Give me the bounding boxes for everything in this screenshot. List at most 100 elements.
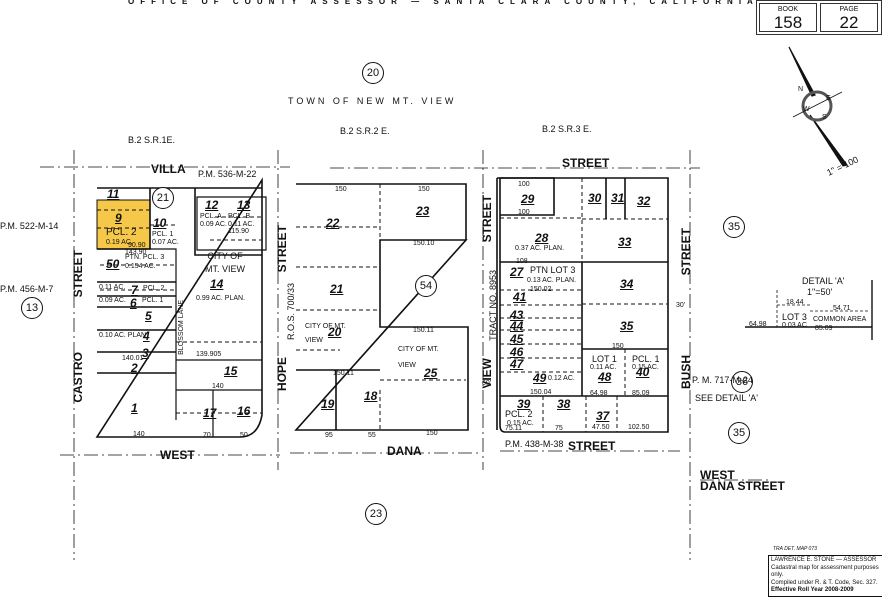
street-bush-label: STREET xyxy=(679,228,693,276)
plat-ref-pm-522: P.M. 522-M-14 xyxy=(0,221,59,231)
parcel-43[interactable]: 44 xyxy=(510,319,524,333)
book-page-box: BOOK 158 PAGE 22 xyxy=(756,0,882,35)
detail-a-dim-2: 18.44 xyxy=(786,299,804,306)
parcel-20[interactable]: 20 xyxy=(328,325,342,339)
parcel-47-area: 0.12 AC. xyxy=(548,375,575,382)
parcel-13-area: 0.11 AC. xyxy=(228,221,255,228)
dim-108: 108 xyxy=(516,258,528,265)
parcel-33[interactable]: 33 xyxy=(618,235,632,249)
parcel-12[interactable]: 12 xyxy=(205,198,219,212)
north-arrow-w: W xyxy=(803,106,810,113)
parcel-10[interactable]: 10 xyxy=(153,216,167,230)
parcel-25-note: CITY OF MT. VIEW xyxy=(398,346,439,369)
detail-a-area: 0.03 AC. xyxy=(782,322,809,329)
parcel-39[interactable]: 38 xyxy=(557,397,571,411)
parcel-20-note: CITY OF MT. VIEW xyxy=(305,323,346,344)
township-label-1: B.2 S.R.1E. xyxy=(128,135,176,145)
adjacent-map-23[interactable]: 23 xyxy=(365,503,387,525)
parcel-50[interactable]: 50 xyxy=(106,257,120,271)
parcel-5[interactable]: 5 xyxy=(145,309,152,323)
adjacent-map-54[interactable]: 54 xyxy=(415,275,437,297)
parcel-31[interactable]: 31 xyxy=(611,191,625,205)
parcel-29[interactable]: 29 xyxy=(521,192,535,206)
parcel-46[interactable]: 47 xyxy=(510,357,524,371)
dim-85-09: 85.09 xyxy=(632,390,650,397)
parcel-13[interactable]: 13 xyxy=(237,198,251,212)
dim-150-d: 150 xyxy=(612,343,624,350)
parcel-40-note: PCL. 2 xyxy=(505,409,533,419)
street-villa: VILLA xyxy=(151,162,186,176)
parcel-40[interactable]: 39 xyxy=(517,397,531,411)
parcel-15[interactable]: 15 xyxy=(224,364,238,378)
parcel-3[interactable]: 3 xyxy=(142,346,149,360)
parcel-44[interactable]: 45 xyxy=(510,332,524,346)
parcel-35[interactable]: 35 xyxy=(620,319,634,333)
parcel-2[interactable]: 2 xyxy=(131,361,138,375)
dim-150-10: 150.10 xyxy=(413,240,435,247)
parcel-4[interactable]: 4 xyxy=(143,329,150,343)
street-castro-name: CASTRO xyxy=(71,352,85,403)
parcel-22[interactable]: 22 xyxy=(326,216,340,230)
detail-a-dim-1: 64.98 xyxy=(749,321,767,328)
assessor-credits: LAWRENCE E. STONE — ASSESSOR Cadastral m… xyxy=(768,555,882,597)
parcel-34[interactable]: 34 xyxy=(620,277,634,291)
parcel-25[interactable]: 25 xyxy=(424,366,438,380)
parcel-49[interactable]: 48 xyxy=(598,370,612,384)
dim-95: 95 xyxy=(325,432,333,439)
parcel-27[interactable]: 27 xyxy=(510,265,524,279)
parcel-6[interactable]: 6 xyxy=(130,296,137,310)
plat-ref-pm-456: P.M. 456-M-7 xyxy=(0,284,54,294)
parcel-23[interactable]: 23 xyxy=(416,204,430,218)
adjacent-map-35-bottom[interactable]: 35 xyxy=(728,422,750,444)
parcel-38[interactable]: 37 xyxy=(596,409,610,423)
parcel-7-note: PCL. 2 xyxy=(143,285,165,292)
parcel-47[interactable]: 49 xyxy=(533,371,547,385)
dim-115-90: 115.90 xyxy=(228,228,249,235)
parcel-7-area: 0.11 AC. xyxy=(99,284,126,291)
parcel-50-note: PTN. PCL. 3 xyxy=(125,254,165,261)
see-detail-a[interactable]: SEE DETAIL 'A' xyxy=(695,393,758,403)
dim-90-90: 90.90 xyxy=(128,242,146,249)
parcel-9[interactable]: 9 xyxy=(115,211,122,225)
adjacent-map-36[interactable]: 36 xyxy=(731,371,753,393)
parcel-30[interactable]: 30 xyxy=(588,191,602,205)
parcel-28[interactable]: 28 xyxy=(535,231,549,245)
parcel-27-note: PTN LOT 3 xyxy=(530,265,576,275)
dim-140-b: 140 xyxy=(212,383,224,390)
parcel-42[interactable]: 43 xyxy=(510,308,524,322)
credits-line-3: Effective Roll Year 2008-2009 xyxy=(771,587,854,593)
dim-150-11-a: 150.11 xyxy=(413,327,434,334)
parcel-18[interactable]: 18 xyxy=(364,389,378,403)
parcel-7[interactable]: 7 xyxy=(131,283,138,297)
parcel-48-area: 0.15 AC. xyxy=(632,364,659,371)
parcel-28-area: 0.37 AC. PLAN. xyxy=(515,245,565,252)
dim-50: 50 xyxy=(240,432,248,439)
parcel-45[interactable]: 46 xyxy=(510,345,524,359)
adjacent-map-13[interactable]: 13 xyxy=(21,297,43,319)
adjacent-map-21[interactable]: 21 xyxy=(152,187,174,209)
adjacent-map-35-top[interactable]: 35 xyxy=(723,216,745,238)
parcel-1[interactable]: 1 xyxy=(131,401,138,415)
street-dana-street: STREET xyxy=(568,439,616,453)
town-label: TOWN OF NEW MT. VIEW xyxy=(288,96,457,106)
parcel-32[interactable]: 32 xyxy=(637,194,651,208)
parcel-21[interactable]: 21 xyxy=(330,282,344,296)
dim-60: 60' xyxy=(482,380,492,387)
parcel-41[interactable]: 41 xyxy=(513,290,527,304)
parcel-10-note: PCL. 1 xyxy=(152,231,174,238)
parcel-19[interactable]: 19 xyxy=(321,397,335,411)
adjacent-map-20[interactable]: 20 xyxy=(362,62,384,84)
detail-a-common: COMMON AREA xyxy=(813,316,867,323)
dim-150-c: 150 xyxy=(426,430,438,437)
parcel-6-note: PCL. 1 xyxy=(142,297,164,304)
detail-a-dim-4: 85.09 xyxy=(815,325,833,332)
assessor-name: LAWRENCE E. STONE — ASSESSOR xyxy=(771,557,877,563)
parcel-16[interactable]: 16 xyxy=(237,404,251,418)
parcel-48[interactable]: 40 xyxy=(636,365,650,379)
parcel-17[interactable]: 17 xyxy=(203,406,217,420)
parcel-12-note: PCL. A xyxy=(200,213,222,220)
parcel-14[interactable]: 14 xyxy=(210,277,224,291)
dim-75: 75 xyxy=(555,425,563,432)
parcel-11[interactable]: 11 xyxy=(107,187,120,201)
street-dana: DANA xyxy=(387,444,422,458)
